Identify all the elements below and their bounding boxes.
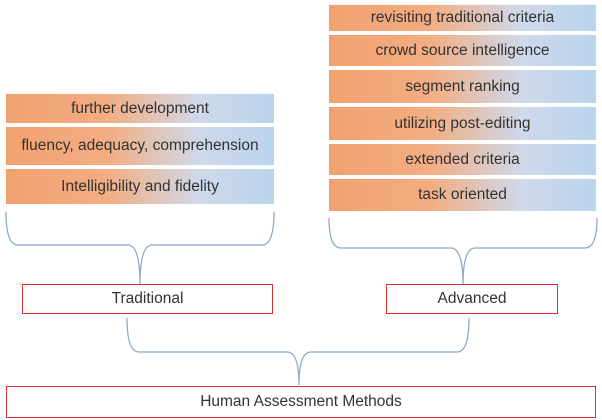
advanced-criterion-post-editing: utilizing post-editing [329,105,596,140]
advanced-criterion-revisiting: revisiting traditional criteria [329,4,596,31]
root-label: Human Assessment Methods [200,393,402,410]
advanced-criterion-segment-ranking: segment ranking [329,68,596,103]
root-brace [126,317,470,386]
criterion-label: fluency, adequacy, comprehension [21,137,259,154]
traditional-brace [5,211,275,286]
advanced-criterion-task-oriented: task oriented [329,177,596,211]
advanced-label: Advanced [437,290,507,307]
advanced-brace [328,217,598,286]
criterion-label: utilizing post-editing [394,114,531,132]
advanced-criterion-crowd-source: crowd source intelligence [329,33,596,66]
traditional-box: Traditional [22,284,273,314]
criterion-label: Intelligibility and fidelity [61,177,219,195]
traditional-label: Traditional [111,290,184,307]
criterion-label: revisiting traditional criteria [370,9,555,26]
advanced-box: Advanced [386,284,558,314]
traditional-criterion-intelligibility: Intelligibility and fidelity [6,167,274,204]
criterion-label: extended criteria [405,150,520,168]
traditional-criterion-further-development: further development [6,93,274,123]
criterion-label: crowd source intelligence [375,41,550,59]
criterion-label: further development [71,99,209,117]
traditional-criterion-fluency-adequacy: fluency, adequacy, comprehension [6,125,274,165]
advanced-criterion-extended: extended criteria [329,142,596,175]
criterion-label: task oriented [418,186,507,203]
criterion-label: segment ranking [405,77,520,95]
root-box: Human Assessment Methods [6,386,596,418]
